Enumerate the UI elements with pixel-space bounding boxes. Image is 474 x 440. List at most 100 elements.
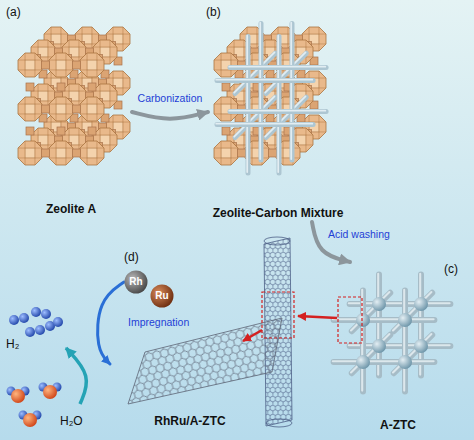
- cage-facet: [25, 114, 26, 121]
- cage-facet: [49, 157, 56, 158]
- cage-facet: [82, 27, 83, 34]
- carbon-rod: [266, 97, 306, 137]
- rod-highlight: [216, 79, 312, 81]
- cage-facet: [214, 148, 221, 149]
- cage-facet: [25, 158, 26, 165]
- double-four-ring: [222, 127, 230, 135]
- cage-facet: [265, 40, 266, 47]
- cage-facet: [109, 101, 110, 108]
- cage-facet: [18, 157, 25, 158]
- sodalite-cage: [80, 141, 104, 165]
- cage-facet: [18, 60, 25, 61]
- cage-facet: [252, 97, 253, 104]
- cage-facet: [110, 135, 117, 136]
- rod-highlight: [265, 52, 305, 92]
- cage-facet: [247, 27, 248, 34]
- cage-facet: [256, 27, 257, 34]
- cage-facet: [113, 71, 114, 78]
- carbon-rod: [334, 317, 435, 323]
- carbon-rod: [230, 109, 326, 114]
- cage-facet: [35, 148, 42, 149]
- cage-facet: [18, 148, 25, 149]
- cage-facet: [123, 131, 130, 132]
- cage-facet: [18, 113, 25, 114]
- cage-facet: [214, 113, 221, 114]
- process-label: Carbonization: [138, 92, 203, 105]
- cage-facet: [123, 34, 130, 35]
- cage-face: [25, 60, 35, 70]
- cage-facet: [221, 53, 222, 60]
- panel-caption: Zeolite A: [46, 202, 96, 216]
- a-ztc-figure: [333, 274, 451, 392]
- carbon-rod: [352, 293, 390, 331]
- cage-facet: [80, 157, 87, 158]
- cage-facet: [231, 104, 238, 105]
- cage-facet: [110, 56, 117, 57]
- rod-highlight: [234, 96, 274, 136]
- cage-facet: [305, 101, 306, 108]
- cage-facet: [66, 157, 73, 158]
- cage-facet: [230, 97, 231, 104]
- cage-facet: [66, 113, 73, 114]
- cage-facet: [109, 145, 110, 152]
- cage-facet: [79, 47, 86, 48]
- cage-facet: [252, 158, 253, 165]
- reaction-arrow: [66, 348, 86, 404]
- cage-facet: [309, 71, 310, 78]
- cage-facet: [25, 53, 26, 60]
- cage-facet: [69, 40, 70, 47]
- double-four-ring: [222, 83, 230, 91]
- cage-facet: [96, 141, 97, 148]
- a-ztc-panel: A-ZTC: [328, 262, 468, 434]
- cage-facet: [122, 44, 123, 51]
- cage-facet: [319, 34, 326, 35]
- cage-facet: [78, 40, 79, 47]
- cage-face: [87, 148, 97, 158]
- cage-facet: [252, 141, 253, 148]
- cage-facet: [221, 70, 222, 77]
- cage-facet: [60, 27, 61, 34]
- cage-facet: [113, 115, 114, 122]
- cage-facet: [35, 113, 42, 114]
- carbon-rod: [394, 335, 432, 373]
- cage-facet: [296, 40, 297, 47]
- cage-facet: [56, 158, 57, 165]
- carbon-rod: [360, 291, 366, 392]
- sodalite-cage: [18, 141, 42, 165]
- panel-caption: RhRu/A-ZTC: [154, 414, 225, 428]
- cage-facet: [230, 141, 231, 148]
- cage-facet: [35, 157, 42, 158]
- double-four-ring: [42, 61, 50, 69]
- cage-facet: [243, 40, 244, 47]
- cage-facet: [110, 91, 117, 92]
- cage-facet: [306, 144, 313, 145]
- cage-facet: [34, 97, 35, 104]
- carbon-rod: [259, 24, 264, 160]
- hydrogen-atom: [35, 325, 45, 335]
- carbon-rod: [246, 37, 251, 173]
- cage-facet: [61, 78, 68, 79]
- cage-facet: [296, 128, 297, 135]
- junction-sphere: [356, 313, 370, 327]
- molecules: [7, 307, 87, 427]
- cage-face: [56, 60, 66, 70]
- panel-caption: Zeolite-Carbon Mixture: [213, 206, 344, 220]
- cage-facet: [221, 97, 222, 104]
- molecule-label: H₂: [6, 337, 19, 351]
- catalyst-panel: RhRu/A-ZTC: [110, 335, 270, 430]
- sodalite-cage: [80, 53, 104, 77]
- zoom-box: [262, 292, 294, 338]
- cage-facet: [305, 40, 306, 47]
- rod-highlight: [229, 110, 325, 112]
- cage-facet: [305, 84, 306, 91]
- cage-facet: [56, 70, 57, 77]
- cage-facet: [25, 70, 26, 77]
- cage-facet: [75, 34, 82, 35]
- cage-facet: [97, 104, 104, 105]
- cage-facet: [65, 114, 66, 121]
- cage-facet: [34, 141, 35, 148]
- cage-facet: [47, 128, 48, 135]
- cage-facet: [48, 47, 55, 48]
- cage-facet: [65, 53, 66, 60]
